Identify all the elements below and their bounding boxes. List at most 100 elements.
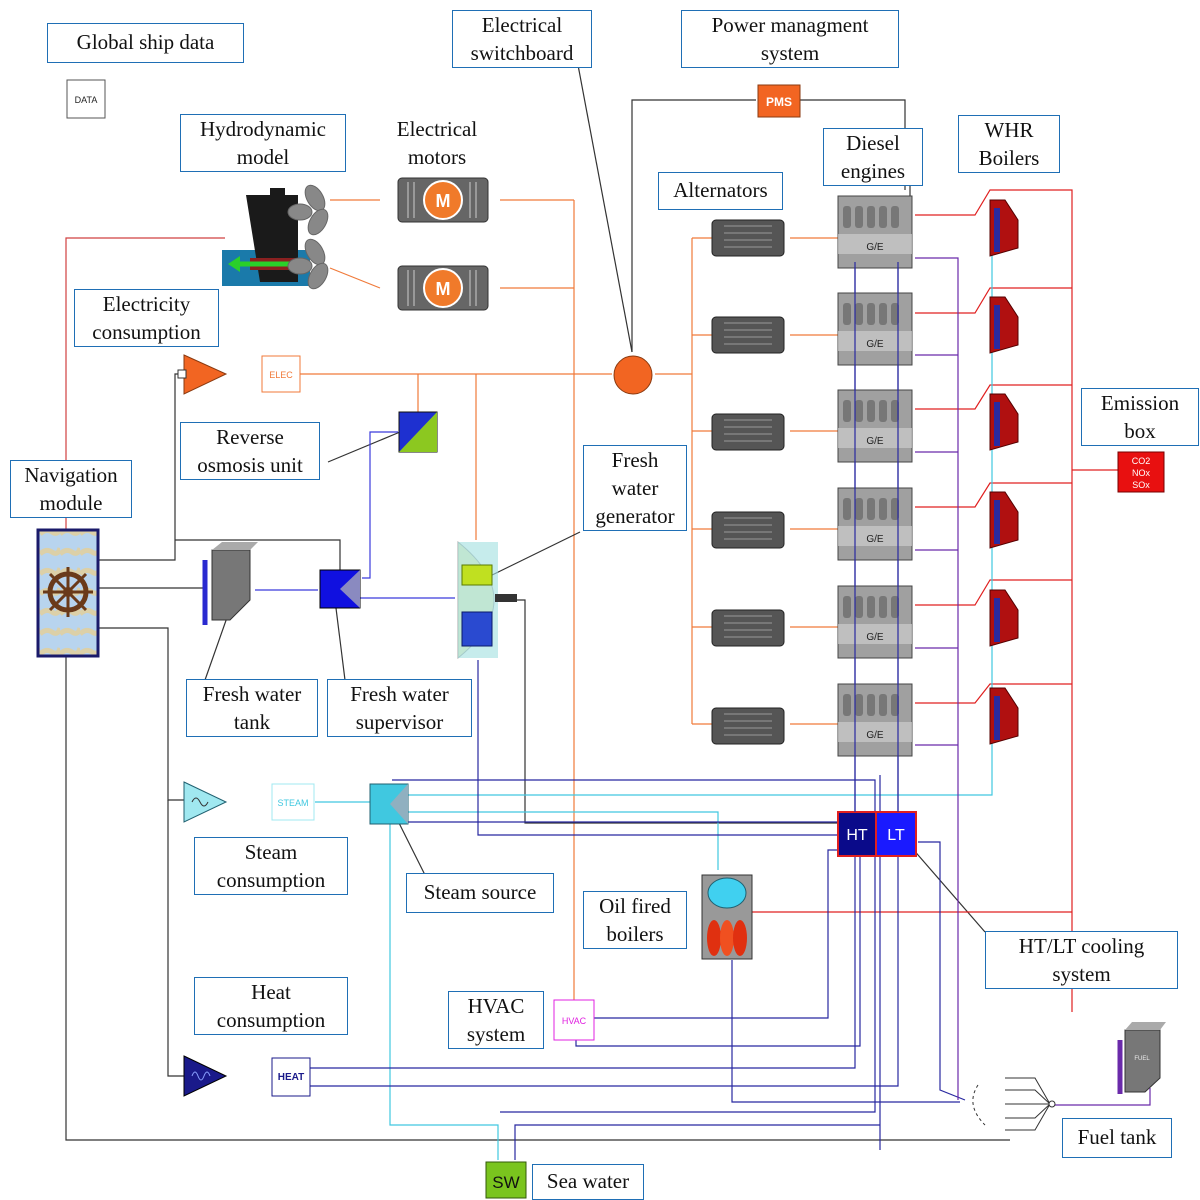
fresh-water-tank-block[interactable] xyxy=(202,542,258,625)
diesel-engine-2[interactable]: G/E xyxy=(837,292,913,366)
electrical-motor-2[interactable]: M xyxy=(397,265,489,311)
reverse-osmosis-block[interactable] xyxy=(398,411,438,453)
diesel-engine-4[interactable]: G/E xyxy=(837,487,913,561)
whr-boiler-1[interactable] xyxy=(989,199,1019,257)
label-fresh-water-supervisor: Fresh water supervisor xyxy=(327,679,472,737)
label-ht-lt-cooling-system: HT/LT cooling system xyxy=(985,931,1178,989)
label-emission-box: Emission box xyxy=(1081,388,1199,446)
generator-set-6[interactable]: G/E xyxy=(711,683,1019,757)
generator-set-2[interactable]: G/E xyxy=(711,292,1019,366)
whr-boiler-2[interactable] xyxy=(989,296,1019,354)
emission-nox: NOx xyxy=(1132,468,1151,478)
whr-boiler-3[interactable] xyxy=(989,393,1019,451)
ge-4-text: G/E xyxy=(866,534,884,545)
alternator-5[interactable] xyxy=(711,609,785,647)
generator-set-1[interactable]: G/E xyxy=(711,195,1019,269)
heat-block[interactable]: HEAT xyxy=(271,1057,311,1097)
alternator-1[interactable] xyxy=(711,219,785,257)
label-electricity-consumption: Electricity consumption xyxy=(74,289,219,347)
elec-block[interactable]: ELEC xyxy=(261,355,301,393)
diesel-engine-3[interactable]: G/E xyxy=(837,389,913,463)
whr-boiler-4[interactable] xyxy=(989,491,1019,549)
label-power-management-system: Power managment system xyxy=(681,10,899,68)
label-electrical-switchboard: Electrical switchboard xyxy=(452,10,592,68)
ge-6-text: G/E xyxy=(866,730,884,741)
ht-text: HT xyxy=(846,827,868,844)
pms-block-text: PMS xyxy=(766,95,792,109)
lt-text: LT xyxy=(887,827,905,844)
electric-bus-lines xyxy=(300,199,838,1000)
motor-2-text: M xyxy=(436,279,451,299)
alternator-4[interactable] xyxy=(711,511,785,549)
fuel-block-text: FUEL xyxy=(1134,1056,1150,1062)
label-hvac-system: HVAC system xyxy=(448,991,544,1049)
electricity-consumption-block[interactable] xyxy=(177,354,228,395)
pms-block[interactable]: PMS xyxy=(757,84,801,118)
emission-box-block[interactable]: CO2 NOx SOx xyxy=(1117,451,1165,493)
label-whr-boilers: WHR Boilers xyxy=(958,115,1060,173)
emission-co2: CO2 xyxy=(1132,456,1151,466)
label-navigation-module: Navigation module xyxy=(10,460,132,518)
heat-consumption-block[interactable] xyxy=(183,1055,228,1097)
oil-fired-boiler-block[interactable] xyxy=(701,874,753,960)
engine-cooling-overlay xyxy=(854,262,899,812)
ge-1-text: G/E xyxy=(866,242,884,253)
navigation-module-block[interactable] xyxy=(36,528,100,658)
steam-consumption-block[interactable] xyxy=(183,781,228,823)
label-reverse-osmosis-unit: Reverse osmosis unit xyxy=(180,422,320,480)
label-steam-consumption: Steam consumption xyxy=(194,837,348,895)
hvac-block-text: HVAC xyxy=(562,1016,587,1026)
ge-3-text: G/E xyxy=(866,436,884,447)
steam-source-block[interactable] xyxy=(369,783,409,825)
label-heat-consumption: Heat consumption xyxy=(194,977,348,1035)
ht-lt-cooling-block[interactable]: HT LT xyxy=(837,811,917,857)
label-diesel-engines: Diesel engines xyxy=(823,128,923,186)
label-fresh-water-generator: Fresh water generator xyxy=(583,445,687,531)
ge-5-text: G/E xyxy=(866,632,884,643)
generator-set-5[interactable]: G/E xyxy=(711,585,1019,659)
emission-sox: SOx xyxy=(1132,480,1150,490)
alternator-3[interactable] xyxy=(711,413,785,451)
elec-block-text: ELEC xyxy=(269,370,293,380)
generator-set-4[interactable]: G/E xyxy=(711,487,1019,561)
navigation-to-hydro-line xyxy=(65,237,225,530)
steam-block-text: STEAM xyxy=(277,798,308,808)
diesel-engine-1[interactable]: G/E xyxy=(837,195,913,269)
label-alternators: Alternators xyxy=(658,172,783,210)
hydrodynamic-model-block[interactable] xyxy=(222,182,332,292)
electrical-switchboard-node[interactable] xyxy=(613,355,653,395)
motor-1-text: M xyxy=(436,191,451,211)
label-steam-source: Steam source xyxy=(406,873,554,913)
label-fuel-tank: Fuel tank xyxy=(1062,1118,1172,1158)
diesel-engine-5[interactable]: G/E xyxy=(837,585,913,659)
whr-boiler-5[interactable] xyxy=(989,589,1019,647)
generator-set-3[interactable]: G/E xyxy=(711,389,1019,463)
label-global-ship-data: Global ship data xyxy=(47,23,244,63)
heat-block-text: HEAT xyxy=(278,1072,304,1083)
alternator-2[interactable] xyxy=(711,316,785,354)
sw-block-text: SW xyxy=(492,1173,519,1192)
fresh-water-generator-block[interactable] xyxy=(457,540,517,660)
label-fresh-water-tank: Fresh water tank xyxy=(186,679,318,737)
steam-block[interactable]: STEAM xyxy=(271,783,315,821)
label-electrical-motors: Electrical motors xyxy=(396,117,478,169)
fuel-switch-block[interactable] xyxy=(972,1077,1056,1131)
fuel-lines xyxy=(915,257,1151,1106)
whr-boiler-6[interactable] xyxy=(989,687,1019,745)
data-block-text: DATA xyxy=(75,95,98,105)
global-data-block[interactable]: DATA xyxy=(66,79,106,119)
exhaust-lines xyxy=(752,189,1118,1012)
diesel-engine-6[interactable]: G/E xyxy=(837,683,913,757)
label-oil-fired-boilers: Oil fired boilers xyxy=(583,891,687,949)
ge-2-text: G/E xyxy=(866,339,884,350)
alternator-6[interactable] xyxy=(711,707,785,745)
fresh-water-supervisor-block[interactable] xyxy=(319,569,361,609)
fuel-tank-block[interactable]: FUEL xyxy=(1117,1022,1166,1094)
fresh-water-lines xyxy=(255,431,455,599)
electrical-motor-1[interactable]: M xyxy=(397,177,489,223)
connections xyxy=(65,64,1151,1160)
label-hydrodynamic-model: Hydrodynamic model xyxy=(180,114,346,172)
hvac-block[interactable]: HVAC xyxy=(553,999,595,1041)
sea-water-block[interactable]: SW xyxy=(485,1161,527,1199)
